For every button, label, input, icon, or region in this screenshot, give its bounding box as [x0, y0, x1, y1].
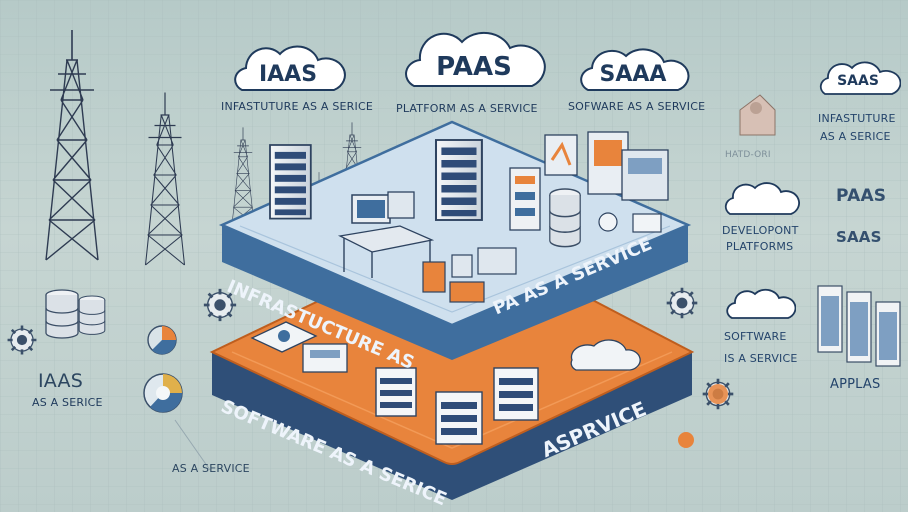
- cloud-icon: [234, 45, 346, 91]
- paas-caption: PLATFORM AS A SERVICE: [396, 102, 538, 115]
- server-rack-icon: [434, 138, 483, 222]
- left-iaas-caption: IAAS: [38, 370, 83, 392]
- server-rack-icon: [493, 367, 539, 421]
- saas-right-cloud: SAAS: [815, 58, 901, 100]
- software-service-caption-1: SOFTWARE: [724, 330, 787, 343]
- saas-cloud-label: SAAA: [599, 62, 667, 87]
- server-rack-icon: [302, 343, 348, 373]
- hardware-caption: HATD-ORI: [725, 150, 771, 160]
- workstation-icon: [337, 191, 435, 278]
- iaas-cloud-label: IAAS: [258, 62, 318, 87]
- infrastructure-layer-platform: [218, 120, 692, 360]
- server-rack-icon: [817, 285, 901, 367]
- dev-platforms-caption-1: DEVELOPONT: [722, 224, 799, 237]
- right-infra-caption-2: AS A SERICE: [820, 130, 891, 143]
- left-iaas-sub-caption: AS A SERICE: [32, 396, 103, 409]
- bottom-service-caption: AS A SERVICE: [172, 462, 250, 475]
- cloud-icon: [819, 61, 901, 95]
- cloud-icon: [580, 48, 690, 91]
- server-rack-icon: [269, 144, 312, 220]
- right-infra-caption-1: INFASTUTURE: [818, 112, 896, 125]
- iaas-cloud: IAAS: [228, 42, 348, 98]
- server-rack-icon: [509, 167, 541, 231]
- gear-icon: [665, 286, 699, 320]
- workstation-icon: [422, 247, 517, 303]
- saas-right-cloud-label: SAAS: [837, 73, 879, 89]
- applas-caption: APPLAS: [830, 377, 881, 392]
- saas-caption: SOFWARE AS A SERVICE: [568, 100, 706, 113]
- hardware-icon: [739, 94, 776, 136]
- database-icon: [45, 289, 106, 339]
- right-saas-caption: SAAS: [836, 228, 882, 246]
- cloud-icon: [598, 212, 662, 233]
- gear-icon: [701, 377, 735, 411]
- dev-platforms-cloud: [722, 178, 800, 220]
- gear-icon: [678, 432, 694, 448]
- dashboard-icon: [250, 321, 318, 353]
- software-service-cloud: [724, 284, 796, 324]
- iaas-caption: INFASTUTURE AS A SERICE: [221, 100, 374, 113]
- gear-icon: [6, 324, 38, 356]
- paas-cloud: PAAS: [398, 28, 550, 96]
- paas-cloud-label: PAAS: [436, 52, 512, 82]
- right-paas-caption: PAAS: [836, 186, 887, 206]
- cloud-icon: [724, 182, 800, 215]
- server-rack-icon: [375, 367, 417, 417]
- server-rack-icon: [435, 391, 483, 445]
- saas-cloud: SAAA: [574, 44, 692, 98]
- dashboard-icon: [544, 131, 669, 201]
- software-service-caption-2: IS A SERVICE: [724, 352, 798, 365]
- cloud-icon: [726, 288, 796, 319]
- pie-chart-icon: [143, 373, 183, 413]
- database-icon: [549, 188, 581, 248]
- dev-platforms-caption-2: PLATFORMS: [726, 240, 794, 253]
- cloud-icon: [553, 339, 641, 377]
- pie-chart-icon: [147, 325, 177, 355]
- cloud-icon: [405, 31, 546, 87]
